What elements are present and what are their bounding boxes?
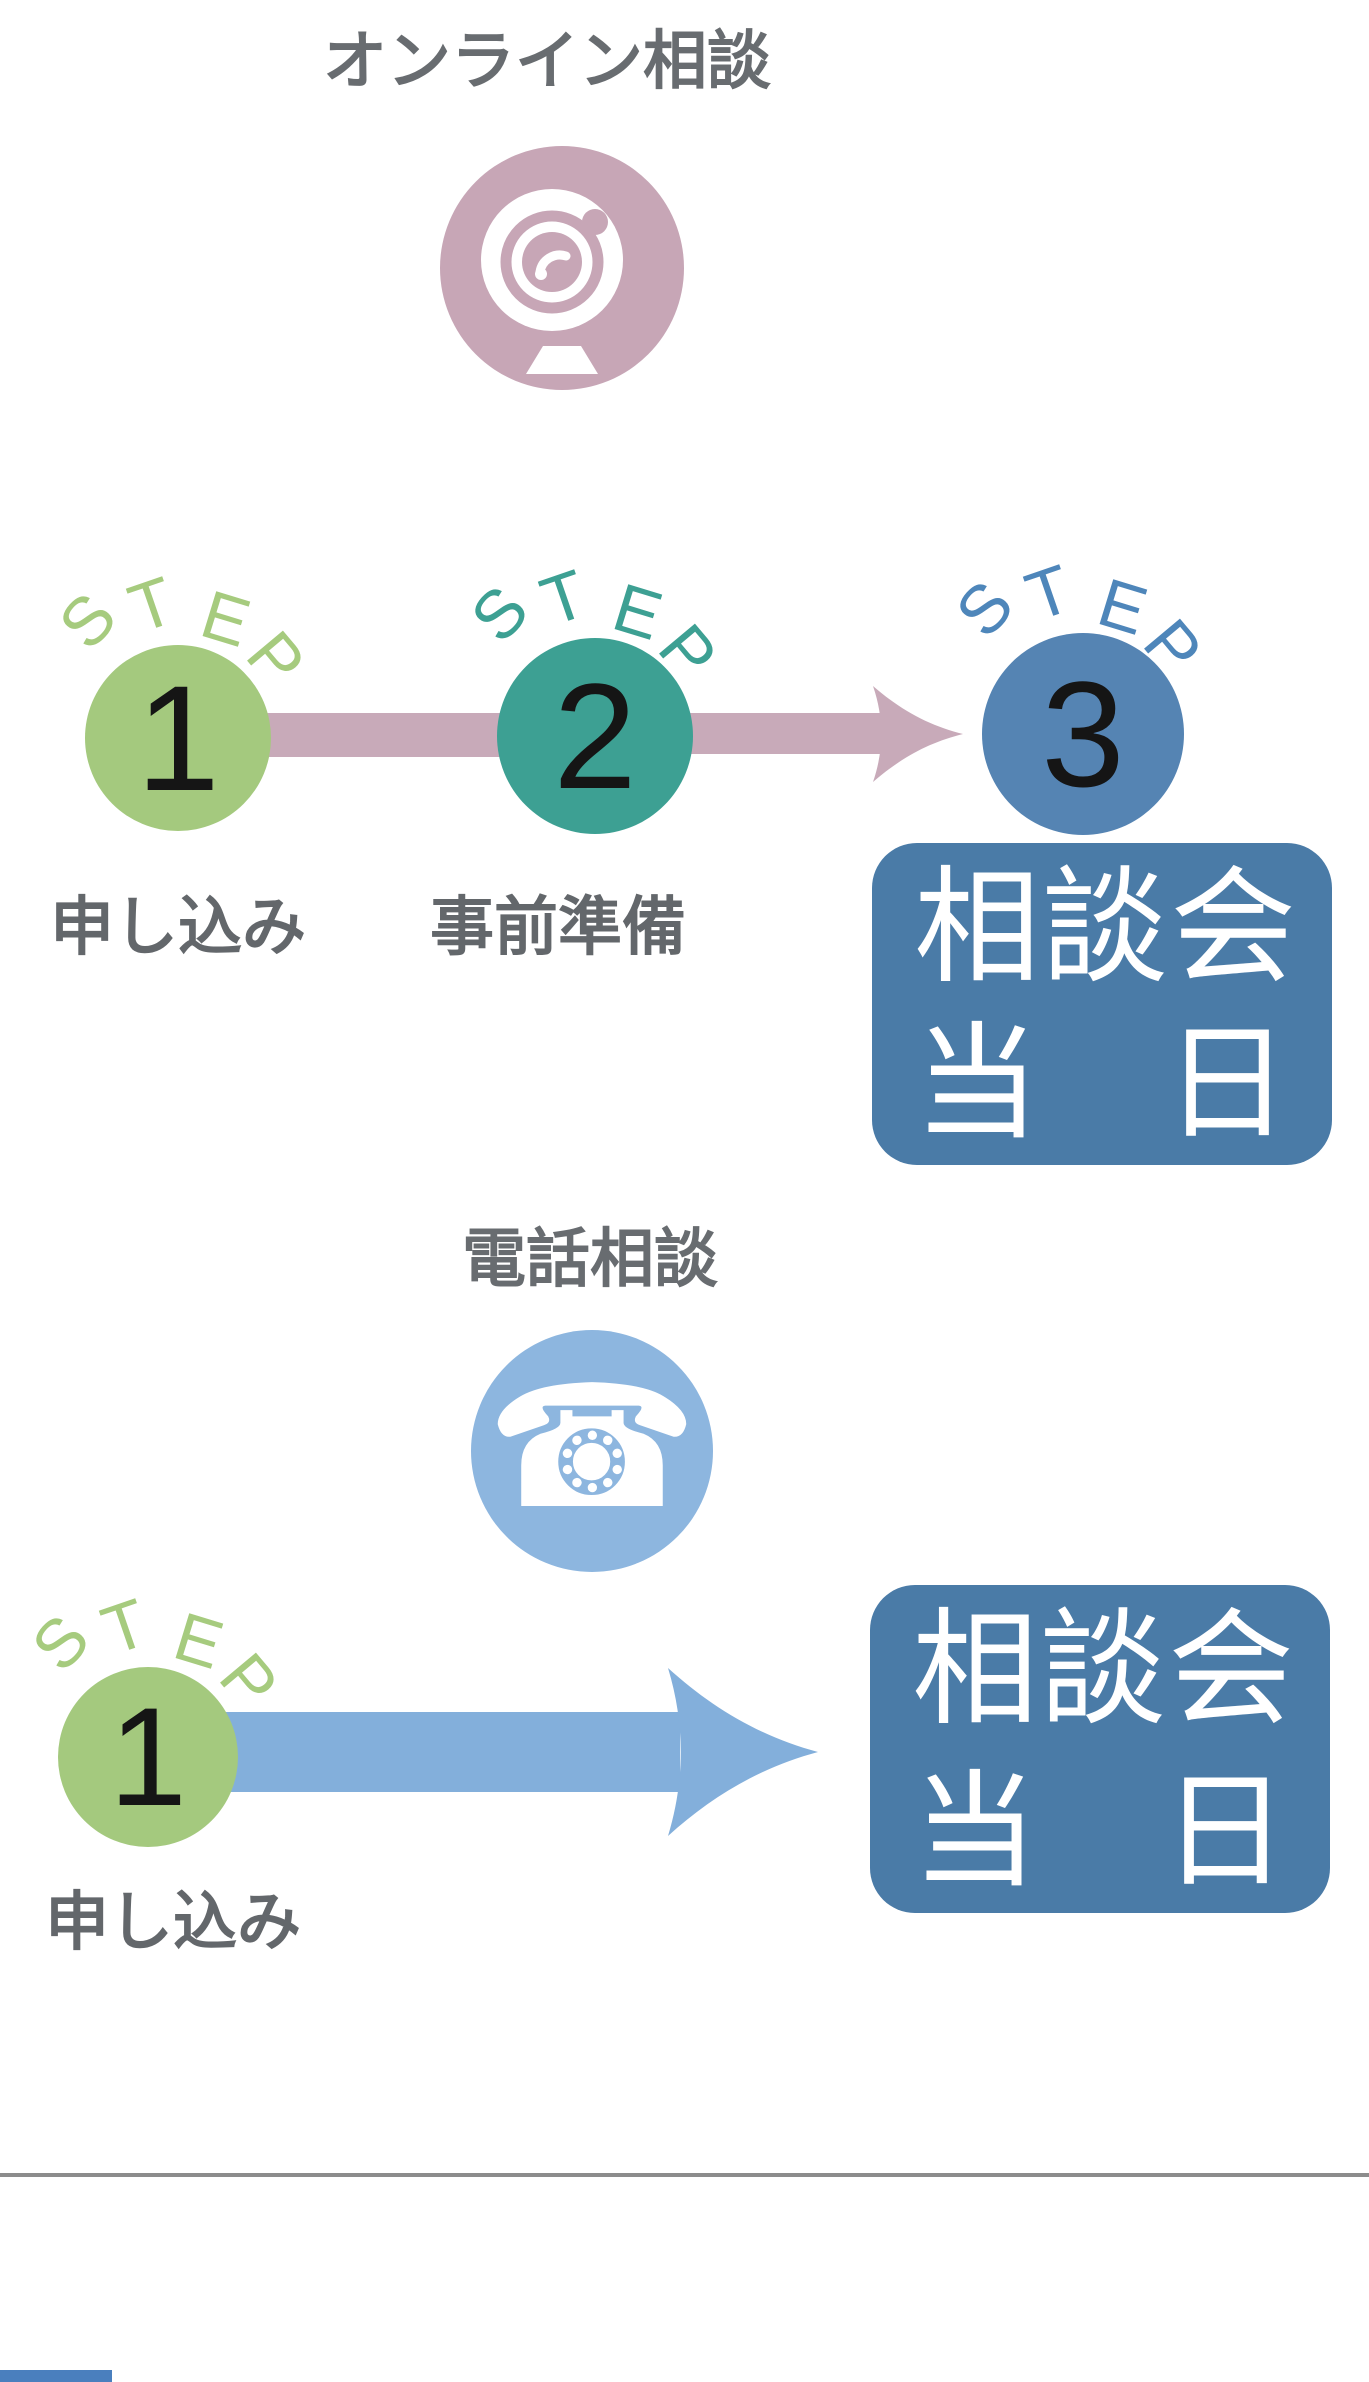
- step-number: 1: [136, 654, 220, 822]
- phone-step1-label: 申し込み: [45, 1885, 301, 1960]
- step-circle-3: 3: [982, 633, 1184, 835]
- result-box-char-right: 日: [1162, 1758, 1288, 1905]
- divider-line: [0, 2173, 1369, 2177]
- step-circle-phone-1: 1: [58, 1667, 238, 1847]
- webcam-icon: [440, 146, 684, 390]
- phone-section-title: 電話相談: [462, 1222, 718, 1297]
- step-circle-2: 2: [497, 638, 693, 834]
- step-arc-letter: S: [456, 571, 544, 657]
- online-step2-label: 事前準備: [430, 890, 686, 965]
- step-arc-letter: E: [192, 576, 259, 662]
- result-box-line2: 当 日: [914, 1021, 1290, 1147]
- result-box-char-left: 当: [912, 1758, 1038, 1905]
- step-arc-letter: S: [44, 578, 132, 664]
- step-number: 1: [109, 1678, 187, 1835]
- step-arc-letter: S: [17, 1600, 105, 1686]
- step-circle-1: 1: [85, 645, 271, 831]
- step-arc-letter: S: [941, 566, 1029, 652]
- arrow-step2-step3: [655, 686, 963, 782]
- result-box-char-right: 日: [1164, 1010, 1290, 1157]
- step-arc-letter: T: [1016, 550, 1081, 636]
- online-section-title: オンライン相談: [323, 24, 771, 99]
- step-number: 2: [553, 652, 637, 820]
- connector-step1-step2: [230, 713, 530, 757]
- phone-glyph: ☎: [486, 1353, 698, 1543]
- result-box-line1: 相談会: [912, 1596, 1296, 1743]
- result-box-line1: 相談会: [914, 854, 1298, 1001]
- online-result-box: 相談会 当 日: [872, 843, 1332, 1165]
- result-box-line2: 当 日: [912, 1769, 1288, 1895]
- step-arc-letter: T: [531, 555, 596, 641]
- phone-icon: ☎: [471, 1330, 713, 1572]
- step-number: 3: [1041, 650, 1125, 818]
- online-step1-label: 申し込み: [50, 890, 306, 965]
- result-box-char-left: 当: [914, 1010, 1040, 1157]
- step-arc-letter: T: [119, 562, 184, 648]
- bottom-left-blue-bar: [0, 2370, 112, 2382]
- arrow-phone-step1-box: [220, 1668, 818, 1836]
- step-arc-letter: T: [92, 1584, 157, 1670]
- phone-result-box: 相談会 当 日: [870, 1585, 1330, 1913]
